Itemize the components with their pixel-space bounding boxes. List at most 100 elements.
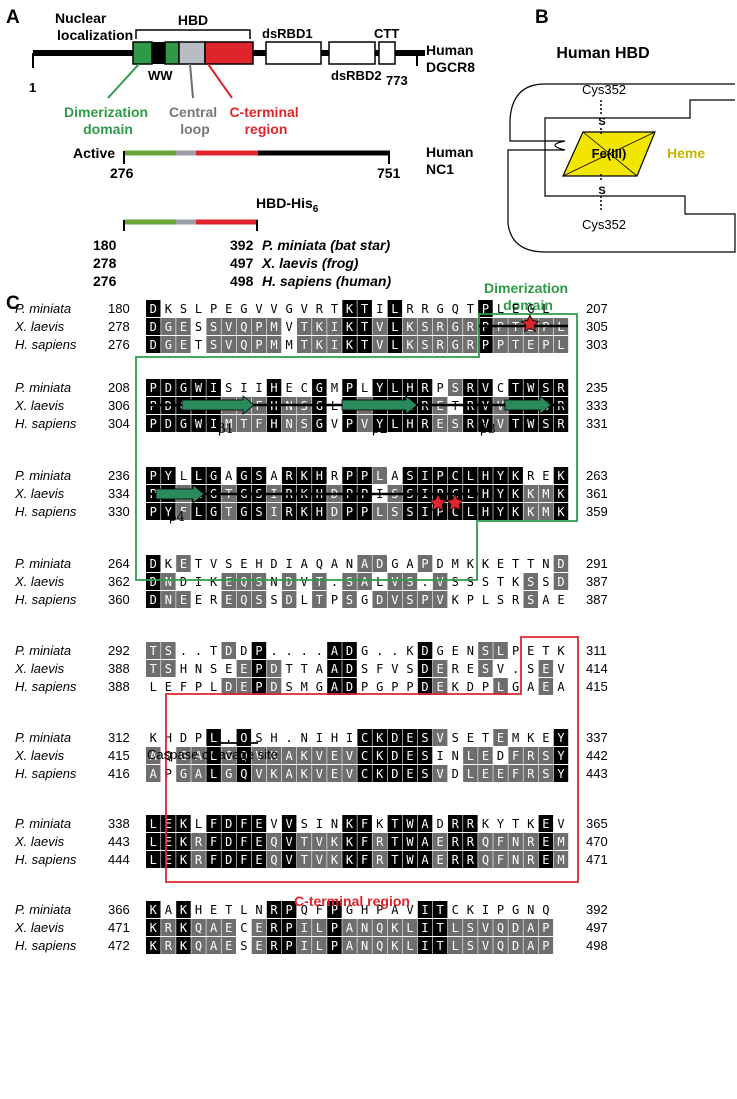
- start-position: 338: [108, 816, 130, 831]
- residue-shade: [297, 318, 312, 335]
- residue-shade: [493, 485, 508, 502]
- residue: E: [406, 731, 413, 745]
- residue-shade: [206, 765, 221, 782]
- residue-shade: [538, 747, 554, 764]
- residue: Y: [376, 381, 384, 395]
- residue-shade: [493, 851, 508, 868]
- residue: E: [240, 557, 247, 571]
- residue-shade: [221, 678, 236, 695]
- residue-shade: [357, 573, 372, 590]
- residue-shade: [146, 591, 161, 608]
- residue: E: [437, 853, 444, 867]
- residue-shade: [342, 642, 357, 659]
- residue-shade: [417, 336, 433, 353]
- residue: L: [195, 469, 202, 483]
- residue: L: [391, 320, 398, 334]
- residue-shade: [266, 765, 282, 782]
- residue: W: [527, 417, 535, 431]
- start-position: 180: [108, 301, 130, 316]
- residue: E: [527, 338, 534, 352]
- residue-shade: [478, 747, 493, 764]
- residue-shade: [478, 485, 493, 502]
- residue: L: [391, 338, 398, 352]
- residue: Y: [557, 767, 565, 781]
- residue: S: [406, 505, 413, 519]
- nc1-name: Human NC1: [426, 144, 477, 177]
- dimerization-line2: domain: [83, 121, 133, 137]
- residue: D: [225, 853, 232, 867]
- residue: K: [527, 487, 535, 501]
- residue-shade: [538, 336, 554, 353]
- residue-shade: [236, 591, 252, 608]
- residue-shade: [402, 379, 418, 396]
- residue: K: [512, 469, 520, 483]
- species-name: P. miniata: [15, 643, 71, 658]
- residue-shade: [538, 765, 554, 782]
- species-name: X. laevis: [14, 748, 65, 763]
- residue-shade: [236, 747, 252, 764]
- residue: P: [331, 593, 338, 607]
- cys-bottom-label: Cys352: [582, 217, 626, 232]
- residue: .: [376, 644, 383, 658]
- residue-shade: [236, 678, 252, 695]
- residue: Q: [497, 939, 504, 953]
- residue: T: [391, 817, 398, 831]
- residue: A: [286, 767, 294, 781]
- residue: F: [512, 749, 519, 763]
- residue-shade: [357, 318, 372, 335]
- residue: E: [437, 680, 444, 694]
- residue: D: [225, 644, 232, 658]
- residue: C: [301, 381, 308, 395]
- residue-shade: [221, 747, 236, 764]
- residue-shade: [387, 573, 403, 590]
- residue: E: [557, 593, 564, 607]
- residue-shade: [402, 467, 418, 484]
- residue-shade: [432, 833, 448, 850]
- residue: K: [180, 921, 188, 935]
- residue: H: [270, 381, 277, 395]
- residue: Y: [497, 817, 505, 831]
- residue: R: [467, 853, 475, 867]
- residue: D: [346, 644, 353, 658]
- residue: G: [286, 302, 293, 316]
- residue: W: [406, 853, 414, 867]
- residue: D: [150, 302, 157, 316]
- residue: F: [255, 417, 262, 431]
- residue: K: [467, 557, 475, 571]
- residue: D: [557, 557, 564, 571]
- residue: S: [255, 505, 262, 519]
- end-position: 443: [586, 766, 608, 781]
- residue-shade: [357, 415, 372, 432]
- residue: D: [391, 749, 398, 763]
- residue-shade: [161, 919, 176, 936]
- residue-shade: [146, 555, 161, 572]
- residue: Q: [301, 903, 308, 917]
- residue: Y: [557, 731, 565, 745]
- residue: Q: [240, 593, 247, 607]
- residue: R: [210, 593, 218, 607]
- residue-shade: [448, 937, 463, 954]
- residue: H: [255, 557, 262, 571]
- residue: T: [391, 853, 398, 867]
- residue: L: [467, 749, 474, 763]
- residue: E: [165, 817, 172, 831]
- residue: L: [150, 817, 157, 831]
- residue: .: [286, 731, 293, 745]
- residue: E: [331, 767, 338, 781]
- residue: S: [482, 662, 489, 676]
- residue: I: [301, 921, 308, 935]
- residue-shade: [327, 765, 342, 782]
- residue: C: [452, 469, 459, 483]
- residue: T: [512, 338, 519, 352]
- residue: P: [165, 767, 172, 781]
- residue: P: [255, 320, 262, 334]
- residue-shade: [161, 573, 176, 590]
- residue: L: [195, 302, 202, 316]
- residue: K: [301, 505, 309, 519]
- residue: E: [255, 817, 262, 831]
- species-name: H. sapiens: [15, 679, 77, 694]
- residue-shade: [281, 851, 297, 868]
- residue: S: [391, 505, 398, 519]
- dimerization-block: [132, 41, 153, 65]
